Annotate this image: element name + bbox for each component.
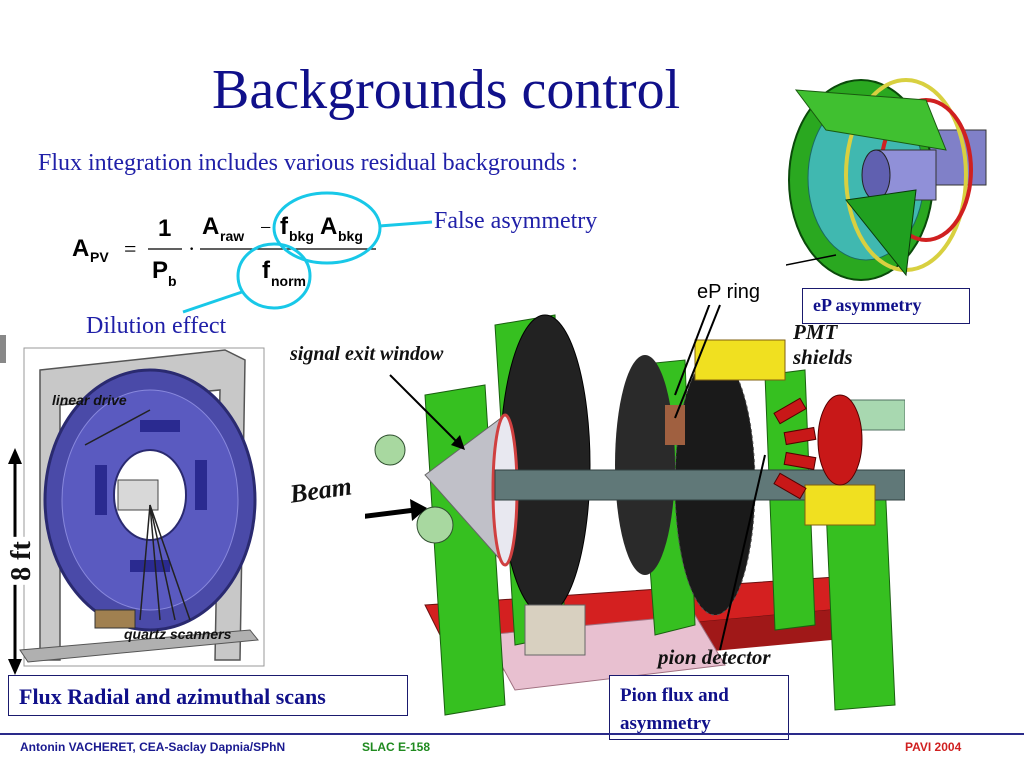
footer-experiment: SLAC E-158 bbox=[362, 740, 431, 754]
detector-figure bbox=[365, 305, 905, 730]
intro-text: Flux integration includes various residu… bbox=[38, 150, 578, 176]
quartz-scanners-label: quartz scanners bbox=[124, 626, 232, 642]
eight-ft-label: 8 ft bbox=[5, 537, 38, 585]
pion-flux-line1: Pion flux and bbox=[620, 685, 729, 706]
pion-flux-line2: asymmetry bbox=[620, 713, 711, 734]
pmt-label-line1: PMT bbox=[793, 320, 838, 344]
footer-divider bbox=[0, 733, 1024, 735]
dilution-leader bbox=[182, 290, 243, 314]
f-bkg-sub: bkg bbox=[289, 228, 314, 244]
equals-sign: = bbox=[124, 236, 136, 261]
frac1-den-p: P bbox=[152, 257, 168, 284]
dot-sign: · bbox=[188, 236, 195, 261]
flux-scans-box: Flux Radial and azimuthal scans bbox=[8, 675, 408, 716]
f-bkg: f bbox=[280, 213, 289, 240]
false-asymmetry-label: False asymmetry bbox=[434, 208, 598, 234]
f-norm-sub: norm bbox=[271, 273, 306, 289]
false-asymmetry-circle bbox=[272, 191, 382, 265]
lhs-sub: PV bbox=[90, 249, 109, 265]
a-raw: A bbox=[202, 213, 219, 240]
minus-sign: − bbox=[260, 217, 271, 239]
pmt-shields-label: PMT shields bbox=[793, 320, 853, 370]
pion-flux-box: Pion flux and asymmetry bbox=[609, 675, 789, 740]
frac1-den-sub: b bbox=[168, 273, 177, 289]
pion-detector-label: pion detector bbox=[658, 645, 771, 669]
footer-conference: PAVI 2004 bbox=[905, 740, 962, 754]
a-raw-sub: raw bbox=[220, 228, 244, 244]
a-bkg: A bbox=[320, 213, 337, 240]
signal-exit-window-label: signal exit window bbox=[290, 343, 444, 365]
ep-detector-figure bbox=[786, 78, 987, 281]
flux-scanner-figure bbox=[0, 335, 265, 675]
a-bkg-sub: bkg bbox=[338, 228, 363, 244]
footer-author: Antonin VACHERET, CEA-Saclay Dapnia/SPhN bbox=[20, 740, 286, 754]
asymmetry-formula: A PV = 1 P b · A raw − f bkg A bkg f nor… bbox=[70, 196, 450, 306]
frac1-num: 1 bbox=[158, 215, 171, 242]
lhs-a: A bbox=[72, 235, 89, 262]
ep-asymmetry-box: eP asymmetry bbox=[802, 288, 970, 324]
f-norm: f bbox=[262, 257, 271, 284]
linear-drive-label: linear drive bbox=[52, 392, 127, 408]
slide-title: Backgrounds control bbox=[212, 59, 681, 121]
ep-ring-label: eP ring bbox=[697, 281, 761, 303]
dilution-circle bbox=[236, 242, 312, 310]
ep-ring-arrow bbox=[674, 304, 721, 419]
formula-svg: A PV = 1 P b · A raw − f bkg A bkg f nor… bbox=[72, 213, 376, 289]
pmt-label-line2: shields bbox=[793, 345, 853, 369]
false-asymmetry-leader bbox=[379, 220, 433, 228]
dilution-effect-label: Dilution effect bbox=[86, 313, 227, 339]
